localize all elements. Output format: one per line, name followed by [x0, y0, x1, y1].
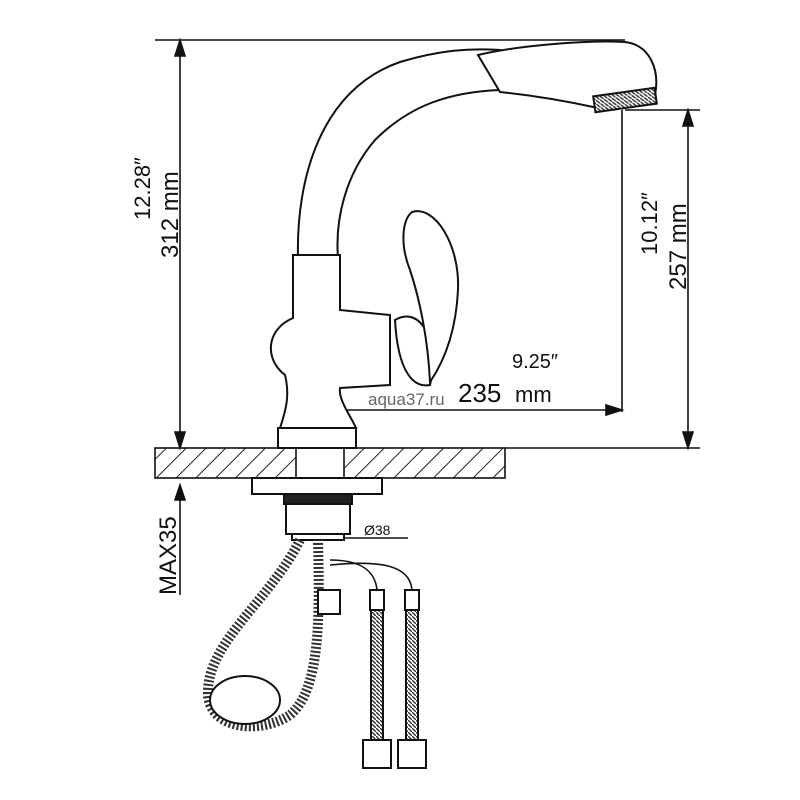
hoses: [203, 537, 427, 769]
dimension-lines: [155, 37, 700, 595]
spout-height-inch-label: 10.12″: [637, 192, 662, 255]
max-countertop-label: MAX35: [155, 516, 182, 595]
spout: [296, 48, 501, 259]
total-height-mm-label: 312 mm: [157, 171, 184, 258]
reach-mm-unit: mm: [515, 382, 552, 407]
faucet-main-body: [270, 254, 391, 429]
total-height-inch-label: 12.28″: [130, 157, 155, 220]
faucet-body: [270, 40, 658, 449]
pull-out-hose: [203, 537, 324, 732]
watermark: aqua37.ru: [368, 390, 445, 409]
faucet-base: [277, 427, 357, 449]
hole-diameter-label: Ø38: [364, 522, 391, 538]
spray-head: [476, 40, 658, 110]
hose-weight: [209, 675, 281, 725]
handle-lever: [393, 315, 434, 387]
spout-height-mm-label: 257 mm: [665, 203, 692, 290]
mounting-hardware: [251, 477, 383, 541]
reach-inch-label: 9.25″: [512, 351, 558, 373]
reach-mm-value: 235: [458, 378, 501, 408]
